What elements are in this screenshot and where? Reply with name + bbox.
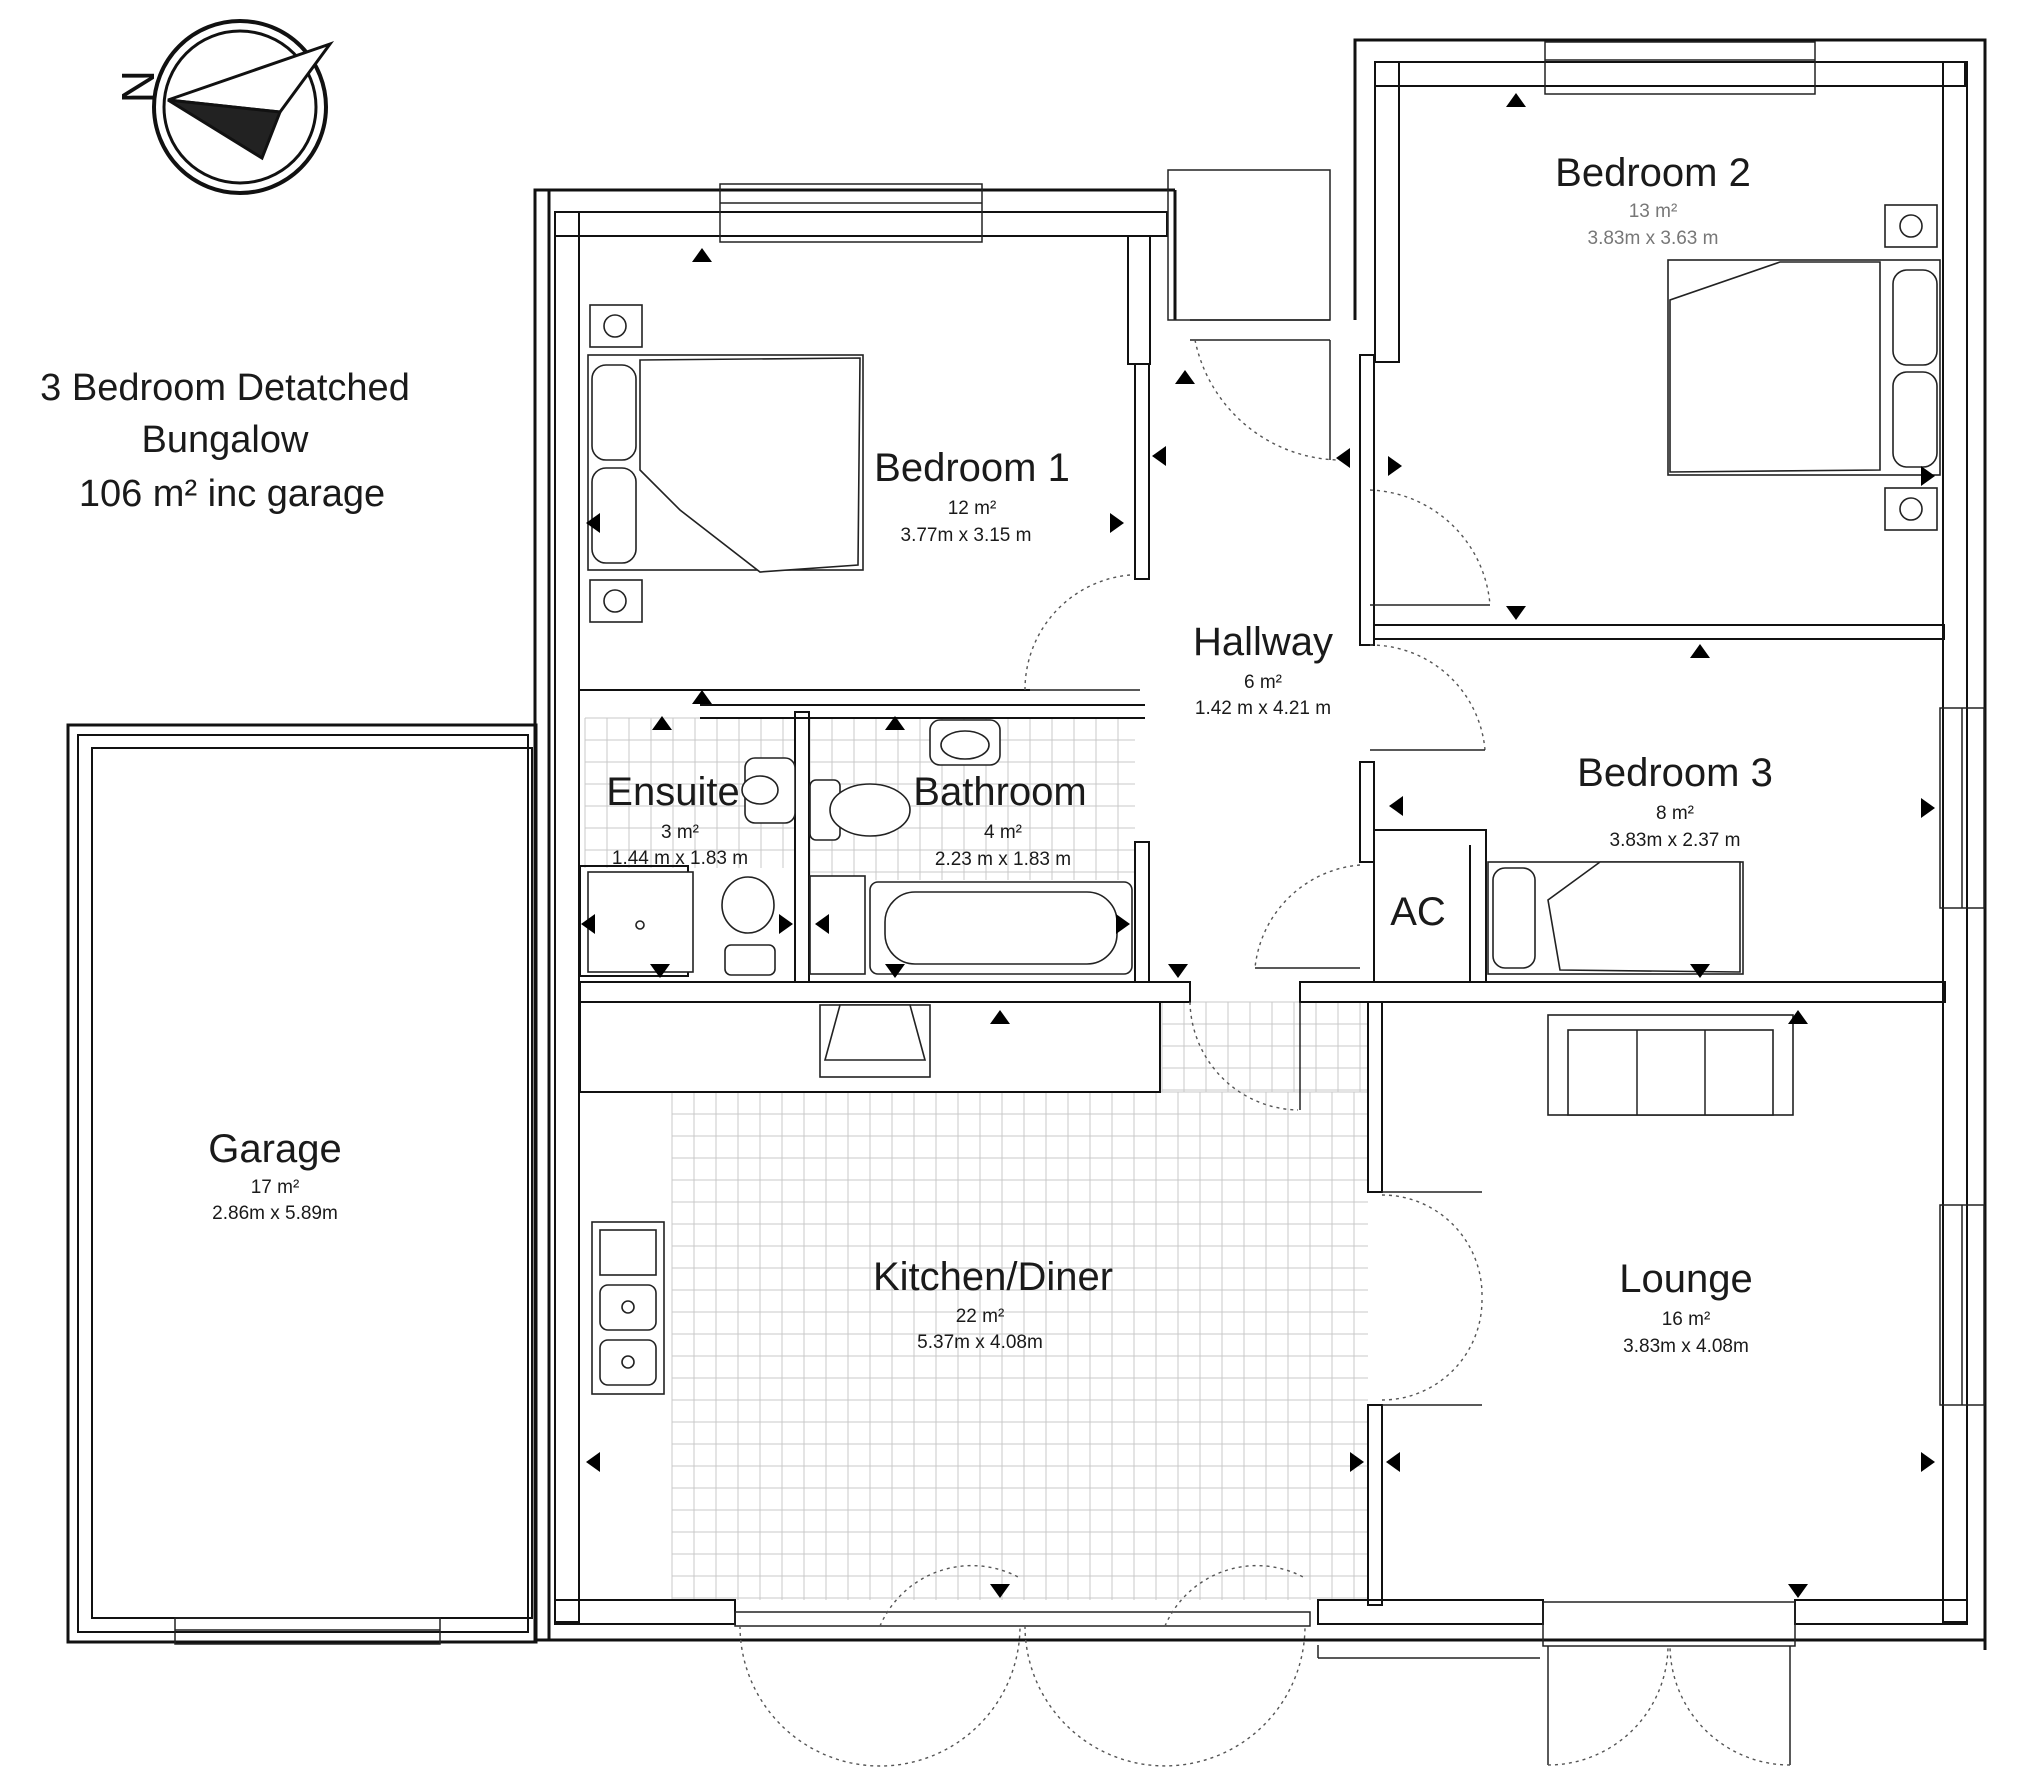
room-area: 12 m² (948, 498, 997, 519)
compass-letter: N (112, 70, 164, 103)
bedroom1-bed (587, 304, 864, 623)
room-dimensions: 5.37m x 4.08m (917, 1332, 1043, 1353)
interior-walls (579, 354, 1946, 1606)
room-name: Bathroom (913, 770, 1086, 814)
room-ac: AC (1390, 890, 1446, 934)
room-area: 6 m² (1244, 672, 1282, 693)
bedroom1-window (719, 183, 983, 243)
room-dimensions: 3.83m x 3.63 m (1588, 228, 1719, 249)
room-garage: Garage 17 m² 2.86m x 5.89m (208, 1127, 341, 1224)
lounge-sofa (1547, 1014, 1794, 1116)
lounge-french-doors (1542, 1601, 1796, 1647)
title-line-3: 106 m² inc garage (79, 473, 385, 515)
room-bedroom-3: Bedroom 3 8 m² 3.83m x 2.37 m (1577, 751, 1773, 851)
bedroom2-bed (1667, 204, 1941, 531)
bathroom-fixtures (809, 719, 1133, 975)
room-dimensions: 3.77m x 3.15 m (901, 525, 1032, 546)
title-line-1: 3 Bedroom Detatched (40, 367, 410, 409)
room-bedroom-1: Bedroom 1 12 m² 3.77m x 3.15 m (874, 446, 1070, 546)
room-dimensions: 1.42 m x 4.21 m (1195, 698, 1331, 719)
plan-title: 3 Bedroom Detatched Bungalow 106 m² inc … (40, 367, 410, 515)
room-area: 13 m² (1629, 201, 1678, 222)
room-lounge: Lounge 16 m² 3.83m x 4.08m (1619, 1257, 1752, 1357)
ensuite-fixtures (587, 757, 796, 976)
room-dimensions: 1.44 m x 1.83 m (612, 848, 748, 869)
room-area: 4 m² (984, 822, 1022, 843)
furniture (587, 204, 1941, 1395)
north-arrow-icon: N (112, 19, 335, 195)
garage-door (174, 1617, 441, 1645)
room-dimensions: 3.83m x 2.37 m (1610, 830, 1741, 851)
garage-walls (66, 723, 538, 1645)
room-name: Ensuite (606, 770, 739, 814)
room-hallway: Hallway 6 m² 1.42 m x 4.21 m (1193, 620, 1333, 719)
room-name: Hallway (1193, 620, 1333, 664)
room-name: Lounge (1619, 1257, 1752, 1301)
room-dimensions: 2.23 m x 1.83 m (935, 849, 1071, 870)
bedroom2-window (1544, 41, 1816, 95)
room-area: 3 m² (661, 822, 699, 843)
room-area: 16 m² (1662, 1309, 1711, 1330)
room-area: 22 m² (956, 1306, 1005, 1327)
room-area: 17 m² (251, 1177, 300, 1198)
room-name: Garage (208, 1127, 341, 1171)
room-area: 8 m² (1656, 803, 1694, 824)
room-name: Kitchen/Diner (873, 1255, 1113, 1299)
room-kitchen-diner: Kitchen/Diner 22 m² 5.37m x 4.08m (873, 1255, 1113, 1353)
room-bedroom-2: Bedroom 2 13 m² 3.83m x 3.63 m (1555, 151, 1751, 249)
room-labels: Bedroom 1 12 m² 3.77m x 3.15 m Bedroom 2… (208, 151, 1773, 1357)
outer-walls (533, 38, 1987, 1767)
bedroom3-bed (1487, 861, 1744, 975)
room-dimensions: 2.86m x 5.89m (212, 1203, 338, 1224)
room-name: Bedroom 3 (1577, 751, 1773, 795)
kitchen-patio-doors (734, 1611, 1311, 1627)
room-bathroom: Bathroom 4 m² 2.23 m x 1.83 m (913, 770, 1086, 870)
room-dimensions: 3.83m x 4.08m (1623, 1336, 1749, 1357)
room-name: AC (1390, 890, 1446, 934)
room-name: Bedroom 1 (874, 446, 1070, 490)
room-ensuite: Ensuite 3 m² 1.44 m x 1.83 m (606, 770, 748, 869)
title-line-2: Bungalow (142, 419, 309, 461)
electrical-markers (581, 93, 1935, 1598)
door-swings (1024, 339, 1491, 1406)
kitchen-fixtures (591, 1004, 931, 1395)
room-name: Bedroom 2 (1555, 151, 1751, 195)
